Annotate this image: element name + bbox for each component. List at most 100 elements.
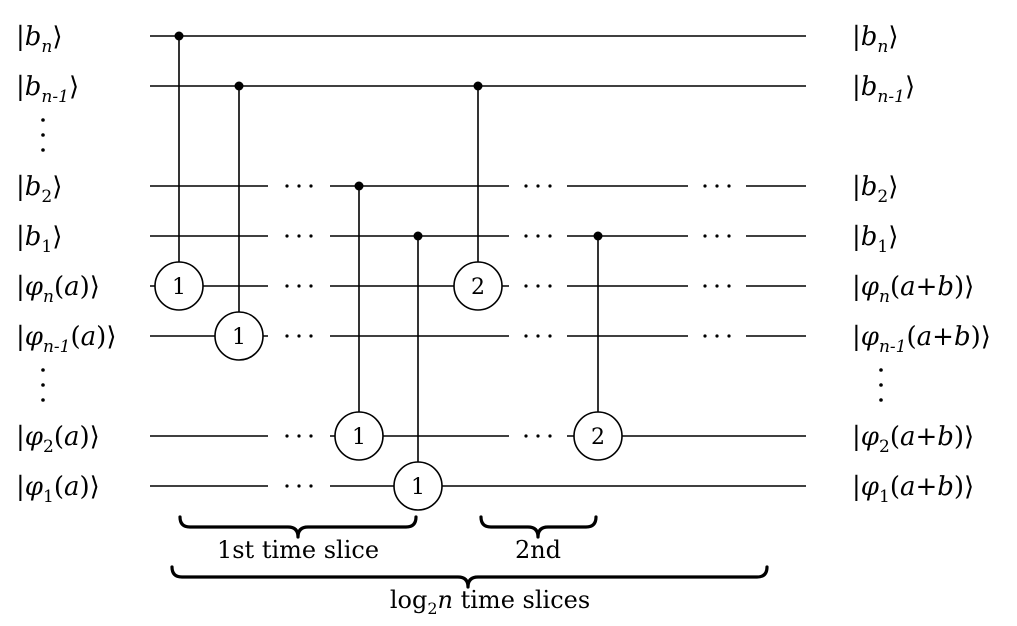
ellipsis-dot-16 — [715, 234, 719, 238]
ellipsis-dot-29 — [309, 334, 313, 338]
ellipsis-dot-23 — [548, 284, 552, 288]
vertical-ellipsis-dot-5 — [41, 398, 45, 402]
ellipsis-dot-1 — [297, 184, 301, 188]
ellipsis-dot-10 — [297, 234, 301, 238]
ellipsis-dot-14 — [548, 234, 552, 238]
ellipsis-dot-11 — [309, 234, 313, 238]
phase-gate-5 — [573, 411, 623, 461]
ellipsis-dot-27 — [285, 334, 289, 338]
ellipsis-dot-17 — [727, 234, 731, 238]
ellipsis-dot-18 — [285, 284, 289, 288]
phase-gate-label: 2 — [591, 425, 605, 450]
ellipsis-dot-42 — [285, 484, 289, 488]
ellipsis-markers — [41, 118, 883, 488]
ellipsis-dot-0 — [285, 184, 289, 188]
ellipsis-dot-19 — [297, 284, 301, 288]
ellipsis-dot-36 — [285, 434, 289, 438]
control-dot — [473, 81, 483, 91]
ellipsis-dot-9 — [285, 234, 289, 238]
output-label-b_1: |b1⟩ — [852, 222, 898, 257]
ellipsis-dot-44 — [309, 484, 313, 488]
input-label-phi_n-1: |φn-1(a)⟩ — [16, 322, 116, 357]
ellipsis-dot-26 — [727, 284, 731, 288]
input-label-phi_1: |φ1(a)⟩ — [16, 472, 100, 507]
first-slice-brace — [178, 515, 418, 539]
ellipsis-dot-35 — [727, 334, 731, 338]
vertical-ellipsis-dot-7 — [879, 383, 883, 387]
output-label-b_n-1: |bn-1⟩ — [852, 72, 915, 107]
phase-gate-4 — [453, 261, 503, 311]
total-slices-label: log2n time slices — [390, 586, 590, 618]
ellipsis-dot-38 — [309, 434, 313, 438]
first-slice-label: 1st time slice — [217, 536, 379, 564]
ellipsis-dot-28 — [297, 334, 301, 338]
ellipsis-dot-2 — [309, 184, 313, 188]
output-label-phi_n: |φn(a+b)⟩ — [852, 272, 974, 307]
total-slices-brace — [170, 565, 769, 589]
vertical-ellipsis-dot-3 — [41, 368, 45, 372]
ellipsis-dot-33 — [703, 334, 707, 338]
ellipsis-dot-21 — [524, 284, 528, 288]
vertical-ellipsis-dot-1 — [41, 133, 45, 137]
phase-gate-3 — [393, 461, 443, 511]
vertical-ellipsis-dot-0 — [41, 118, 45, 122]
control-lines — [174, 31, 603, 462]
output-label-phi_n-1: |φn-1(a+b)⟩ — [852, 322, 991, 357]
input-label-phi_2: |φ2(a)⟩ — [16, 422, 100, 457]
ellipsis-dot-24 — [703, 284, 707, 288]
ellipsis-dot-32 — [548, 334, 552, 338]
control-dot — [174, 31, 184, 41]
ellipsis-dot-3 — [524, 184, 528, 188]
control-dot — [593, 231, 603, 241]
input-label-b_2: |b2⟩ — [16, 172, 62, 207]
phase-gate-label: 2 — [471, 275, 485, 300]
output-label-b_n: |bn⟩ — [852, 22, 899, 57]
ellipsis-dot-43 — [297, 484, 301, 488]
ellipsis-dot-5 — [548, 184, 552, 188]
control-dot — [354, 181, 364, 191]
input-label-b_1: |b1⟩ — [16, 222, 62, 257]
vertical-ellipsis-dot-6 — [879, 368, 883, 372]
ellipsis-dot-34 — [715, 334, 719, 338]
input-label-phi_n: |φn(a)⟩ — [16, 272, 100, 307]
phase-gate-1 — [214, 311, 264, 361]
vertical-ellipsis-dot-8 — [879, 398, 883, 402]
control-dot — [234, 81, 244, 91]
phase-gate-label: 1 — [172, 275, 186, 300]
output-label-b_2: |b2⟩ — [852, 172, 898, 207]
ellipsis-dot-15 — [703, 234, 707, 238]
ellipsis-dot-31 — [536, 334, 540, 338]
phase-gate-label: 1 — [411, 475, 425, 500]
control-dot — [413, 231, 423, 241]
ellipsis-dot-22 — [536, 284, 540, 288]
ellipsis-dot-30 — [524, 334, 528, 338]
phase-gate-2 — [334, 411, 384, 461]
ellipsis-dot-4 — [536, 184, 540, 188]
ellipsis-dot-8 — [727, 184, 731, 188]
input-labels: |bn⟩ |bn-1⟩ |b2⟩ |b1⟩ |φn(a)⟩ |φn-1(a)⟩ |φ2(a)… — [16, 22, 116, 507]
output-label-phi_2: |φ2(a+b)⟩ — [852, 422, 974, 457]
ellipsis-dot-41 — [548, 434, 552, 438]
input-label-b_n: |bn⟩ — [16, 22, 63, 57]
gates: 1 1 1 1 2 2 — [154, 261, 623, 511]
second-slice-brace — [479, 515, 598, 539]
vertical-ellipsis-dot-2 — [41, 148, 45, 152]
time-slice-braces: 1st time slice 2nd log2n time slices — [170, 515, 769, 618]
ellipsis-dot-6 — [703, 184, 707, 188]
phase-gate-label: 1 — [232, 325, 246, 350]
output-label-phi_1: |φ1(a+b)⟩ — [852, 472, 974, 507]
vertical-ellipsis-dot-4 — [41, 383, 45, 387]
ellipsis-dot-40 — [536, 434, 540, 438]
ellipsis-dot-39 — [524, 434, 528, 438]
input-label-b_n-1: |bn-1⟩ — [16, 72, 79, 107]
ellipsis-dot-25 — [715, 284, 719, 288]
ellipsis-dot-12 — [524, 234, 528, 238]
phase-gate-0 — [154, 261, 204, 311]
second-slice-label: 2nd — [515, 536, 561, 564]
phase-gate-label: 1 — [352, 425, 366, 450]
ellipsis-dot-13 — [536, 234, 540, 238]
ellipsis-dot-37 — [297, 434, 301, 438]
ellipsis-dot-20 — [309, 284, 313, 288]
ellipsis-dot-7 — [715, 184, 719, 188]
